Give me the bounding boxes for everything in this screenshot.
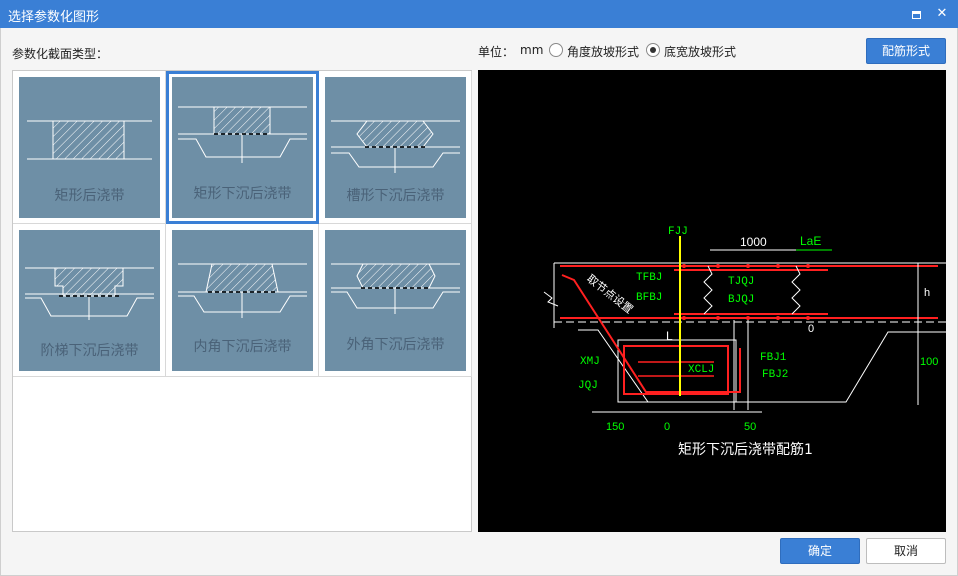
label-bjqj: BJQJ xyxy=(728,294,754,306)
label-fjj: FJJ xyxy=(668,226,688,238)
label-xclj: XCLJ xyxy=(688,364,714,376)
label-1000: 1000 xyxy=(740,235,767,249)
title-bar: 选择参数化图形 ✕ xyxy=(0,0,958,28)
radio-angle-slope-label[interactable]: 角度放坡形式 xyxy=(567,45,640,59)
shape-thumbnail: 内角下沉后浇带 xyxy=(172,230,313,371)
shape-thumbnail: 槽形下沉后浇带 xyxy=(325,77,466,218)
shape-rect-sunken-post-cast[interactable]: 矩形下沉后浇带 xyxy=(166,71,319,224)
label-lae: LaE xyxy=(800,234,821,248)
label-100: 100 xyxy=(920,356,938,368)
label-h: h xyxy=(924,287,930,299)
inner-corner-sunken-post-cast-drawing xyxy=(178,263,307,318)
shape-stepped-sunken-post-cast[interactable]: 阶梯下沉后浇带 xyxy=(13,224,166,377)
shape-thumbnail: 外角下沉后浇带 xyxy=(325,230,466,371)
shape-thumbnail: 阶梯下沉后浇带 xyxy=(19,230,160,371)
shape-thumbnail: 矩形后浇带 xyxy=(19,77,160,218)
shape-label: 外角下沉后浇带 xyxy=(346,337,445,353)
shape-label: 矩形后浇带 xyxy=(54,188,125,204)
label-fbj2: FBJ2 xyxy=(762,369,788,381)
radio-bottom-width-slope-label[interactable]: 底宽放坡形式 xyxy=(664,45,737,59)
shape-label: 阶梯下沉后浇带 xyxy=(40,343,139,359)
preview-panel: FJJ 1000 LaE TFBJ TJQJ BFBJ BJQJ 取节点设置 h… xyxy=(478,70,946,532)
label-zero-right: 0 xyxy=(808,323,814,335)
close-button[interactable]: ✕ xyxy=(932,4,952,24)
rebar-form-button[interactable]: 配筋形式 xyxy=(866,38,946,64)
cancel-button[interactable]: 取消 xyxy=(866,538,946,564)
shape-thumbnail: 矩形下沉后浇带 xyxy=(172,77,313,218)
shape-label: 槽形下沉后浇带 xyxy=(346,188,445,204)
shape-rect-post-cast[interactable]: 矩形后浇带 xyxy=(13,71,166,224)
radio-angle-slope[interactable] xyxy=(549,43,563,57)
section-type-label: 参数化截面类型： xyxy=(12,47,109,61)
shape-grid: 矩形后浇带 矩形下沉后浇带 槽形下沉后浇 xyxy=(12,70,472,532)
label-jqj: JQJ xyxy=(578,380,598,392)
preview-caption: 矩形下沉后浇带配筋1 xyxy=(678,441,813,458)
window-title: 选择参数化图形 xyxy=(8,10,100,25)
ok-button[interactable]: 确定 xyxy=(780,538,860,564)
unit-prefix: 单位： xyxy=(478,45,515,59)
label-xmj: XMJ xyxy=(580,356,600,368)
radio-bottom-width-slope[interactable] xyxy=(646,43,660,57)
preview-drawing: FJJ 1000 LaE TFBJ TJQJ BFBJ BJQJ 取节点设置 h… xyxy=(543,226,946,458)
rect-sunken-post-cast-drawing xyxy=(178,106,307,163)
shape-trough-sunken-post-cast[interactable]: 槽形下沉后浇带 xyxy=(319,71,472,224)
label-tjqj: TJQJ xyxy=(728,276,754,288)
shape-label: 内角下沉后浇带 xyxy=(193,339,292,355)
rect-post-cast-drawing xyxy=(27,120,152,160)
shape-label: 矩形下沉后浇带 xyxy=(193,186,292,202)
label-50: 50 xyxy=(744,421,756,433)
outer-corner-sunken-post-cast-drawing xyxy=(331,263,460,314)
label-tfbj: TFBJ xyxy=(636,272,662,284)
stepped-sunken-post-cast-drawing xyxy=(25,267,154,320)
label-bfbj: BFBJ xyxy=(636,292,662,304)
shape-inner-corner-sunken-post-cast[interactable]: 内角下沉后浇带 xyxy=(166,224,319,377)
label-l: L xyxy=(666,329,673,343)
maximize-icon xyxy=(911,10,921,19)
shape-outer-corner-sunken-post-cast[interactable]: 外角下沉后浇带 xyxy=(319,224,472,377)
label-0: 0 xyxy=(664,421,670,433)
label-fbj1: FBJ1 xyxy=(760,352,787,364)
close-icon: ✕ xyxy=(936,6,948,21)
unit-value: mm xyxy=(520,43,544,57)
maximize-button[interactable] xyxy=(906,4,926,24)
label-150: 150 xyxy=(606,421,624,433)
trough-sunken-post-cast-drawing xyxy=(331,120,460,173)
